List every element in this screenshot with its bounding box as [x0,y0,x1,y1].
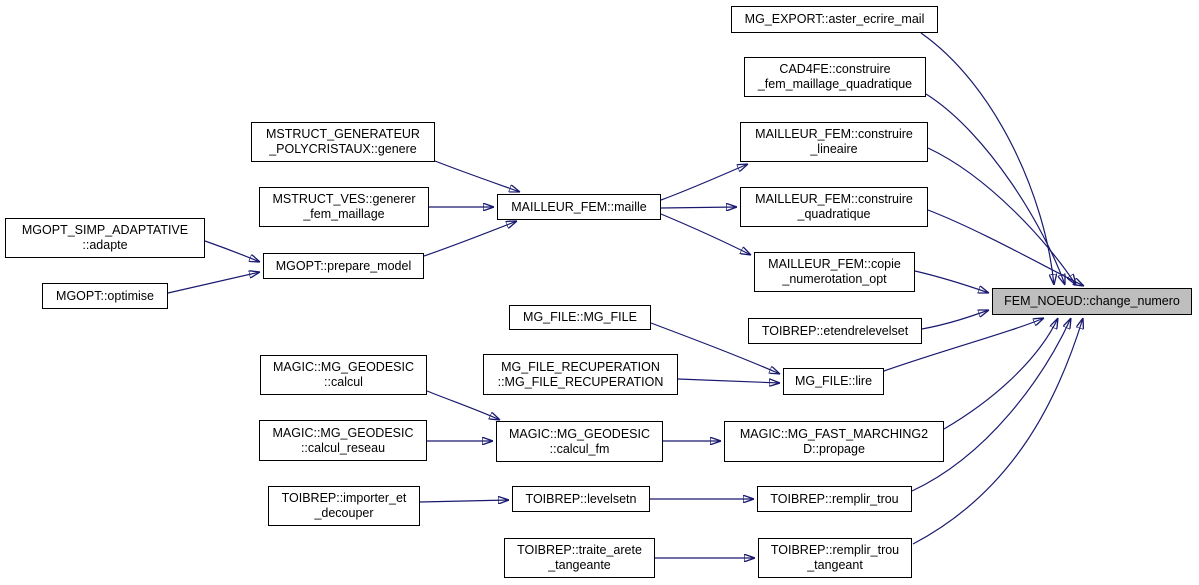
node-fem-noeud-change-numero: FEM_NOEUD::change_numero [992,288,1192,315]
edge-mg-file-lire-to-change-numero [883,318,1044,372]
node-mstruct-generateur-polycristaux-genere[interactable]: MSTRUCT_GENERATEUR _POLYCRISTAUX::genere [251,122,435,162]
edge-propage-to-change-numero [943,318,1058,430]
node-mailleur-fem-construire-lineaire[interactable]: MAILLEUR_FEM::construire _lineaire [740,122,928,162]
edge-calcul-to-calcul-fm [426,390,500,420]
node-mg-file-mg-file[interactable]: MG_FILE::MG_FILE [509,305,651,330]
edge-remplir-trou-to-change-numero [911,318,1071,492]
node-magic-mg-fast-marching2d-propage[interactable]: MAGIC::MG_FAST_MARCHING2 D::propage [724,421,944,462]
node-mgopt-prepare-model[interactable]: MGOPT::prepare_model [263,253,424,279]
edge-optimise-to-prepare-model [167,272,260,294]
edge-adapte-to-prepare-model [204,240,260,262]
node-cad4fe-construire-fem-maillage-quadratique[interactable]: CAD4FE::construire _fem_maillage_quadrat… [744,57,926,97]
node-toibrep-traite-arete-tangeante[interactable]: TOIBREP::traite_arete _tangeante [504,538,655,578]
edge-copie-numerotation-opt-to-change-numero [914,270,989,293]
edge-remplir-trou-tangeant-to-change-numero [912,318,1083,545]
edge-recuperation-to-lire [677,378,780,383]
edge-maille-to-construire-quadratique [660,207,737,208]
edge-importer-et-decouper-to-levelsetn [419,500,509,502]
node-magic-mg-geodesic-calcul-reseau[interactable]: MAGIC::MG_GEODESIC ::calcul_reseau [259,420,427,461]
node-toibrep-etendrelevelset[interactable]: TOIBREP::etendrelevelset [748,318,922,344]
edge-maille-to-copie-numerotation-opt [660,213,751,255]
edge-mg-file-to-lire [650,322,780,374]
edge-cad4fe-construire-to-change-numero [925,93,1065,285]
node-mgopt-simp-adaptative-adapte[interactable]: MGOPT_SIMP_ADAPTATIVE ::adapte [5,218,205,258]
edge-prepare-model-to-maille [423,221,517,257]
node-mg-export-aster-ecrire-mail[interactable]: MG_EXPORT::aster_ecrire_mail [731,6,938,33]
node-toibrep-remplir-trou-tangeant[interactable]: TOIBREP::remplir_trou _tangeant [758,538,912,578]
node-toibrep-importer-et-decouper[interactable]: TOIBREP::importer_et _decouper [268,486,420,526]
node-toibrep-remplir-trou[interactable]: TOIBREP::remplir_trou [757,486,912,512]
node-mailleur-fem-copie-numerotation-opt[interactable]: MAILLEUR_FEM::copie _numerotation_opt [754,252,915,292]
node-mg-file-recuperation[interactable]: MG_FILE_RECUPERATION ::MG_FILE_RECUPERAT… [483,354,678,395]
edge-construire-lineaire-to-change-numero [927,147,1076,285]
node-mstruct-ves-generer-fem-maillage[interactable]: MSTRUCT_VES::generer _fem_maillage [259,187,429,227]
node-magic-mg-geodesic-calcul[interactable]: MAGIC::MG_GEODESIC ::calcul [260,355,427,395]
edge-genere-to-maille [434,160,520,192]
node-mailleur-fem-construire-quadratique[interactable]: MAILLEUR_FEM::construire _quadratique [740,187,928,227]
node-mailleur-fem-maille[interactable]: MAILLEUR_FEM::maille [497,194,661,220]
node-mgopt-optimise[interactable]: MGOPT::optimise [42,283,168,309]
node-mg-file-lire[interactable]: MG_FILE::lire [783,368,884,395]
edge-construire-quadratique-to-change-numero [927,209,1084,286]
edge-etendrelevelset-to-change-numero [921,310,989,330]
edge-maille-to-construire-lineaire [660,164,748,201]
node-toibrep-levelsetn[interactable]: TOIBREP::levelsetn [512,486,650,512]
node-magic-mg-geodesic-calcul-fm[interactable]: MAGIC::MG_GEODESIC ::calcul_fm [496,421,663,462]
edge-aster-ecrire-mail-to-change-numero [920,32,1054,285]
